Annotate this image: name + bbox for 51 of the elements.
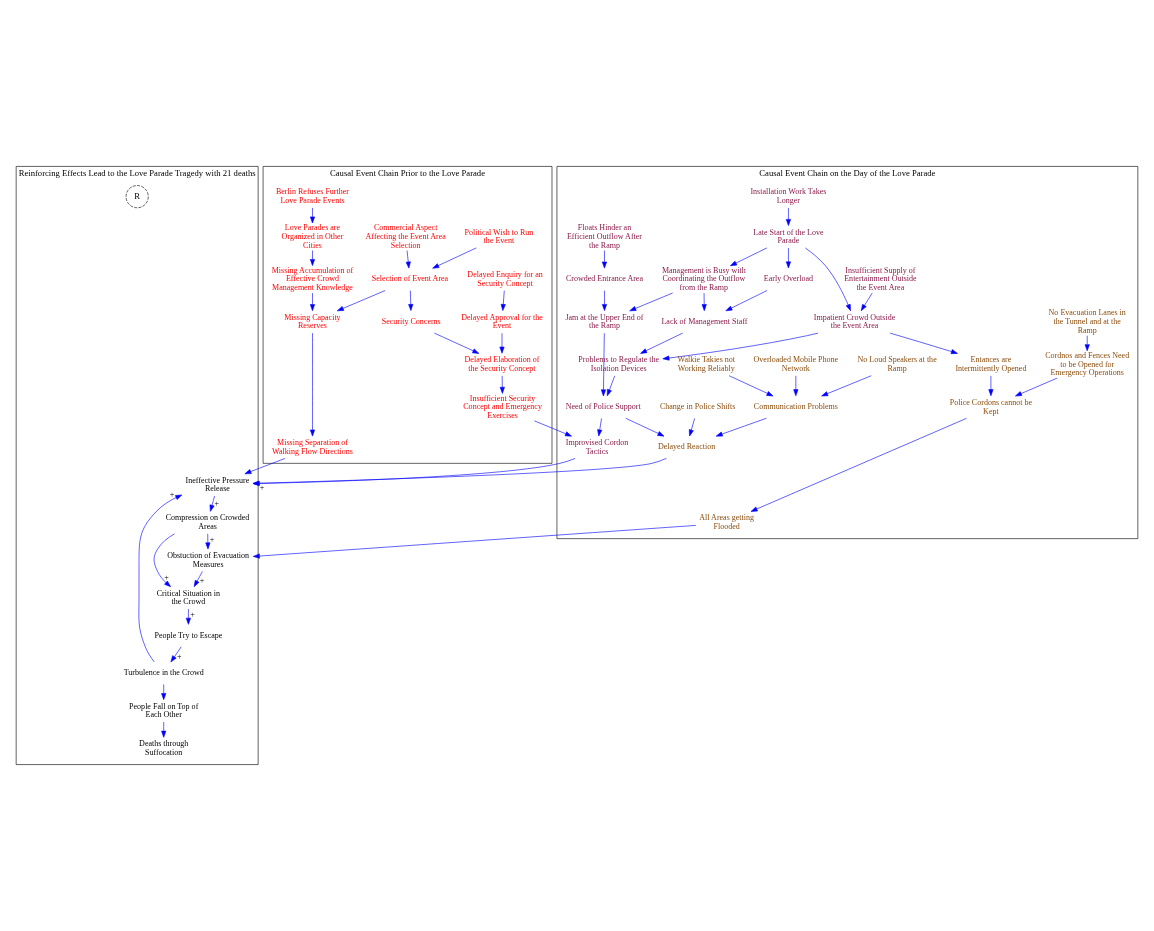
arrow (602, 250, 607, 269)
arrow (730, 247, 768, 267)
arrow (310, 207, 315, 224)
arrow (625, 418, 665, 437)
arrow (701, 292, 707, 311)
arrow (793, 375, 799, 397)
arrow (804, 247, 851, 311)
arrow (785, 247, 791, 269)
arrow (1015, 377, 1058, 397)
arrow (253, 525, 697, 559)
arrow (205, 533, 211, 550)
arrow (785, 207, 791, 226)
arrow (244, 458, 286, 475)
arrow (405, 250, 411, 269)
arrow (597, 418, 603, 437)
arrow (499, 332, 505, 354)
arrow (821, 375, 872, 397)
arrow (161, 721, 167, 738)
arrow (728, 375, 774, 397)
arrow (310, 292, 315, 311)
arrow (750, 418, 967, 512)
arrow (725, 290, 768, 312)
arrow (606, 375, 615, 397)
arrow (209, 495, 215, 512)
arrow (310, 332, 315, 437)
arrow (602, 290, 607, 311)
arrow (601, 332, 606, 397)
arrow (434, 332, 480, 354)
arrow (640, 332, 683, 354)
arrow (889, 332, 958, 354)
arrow (310, 250, 315, 266)
arrow (988, 375, 994, 397)
arrow (153, 533, 175, 587)
arrow (185, 608, 191, 625)
arrow (161, 684, 167, 700)
arrow (688, 418, 695, 437)
arrow (193, 571, 203, 587)
arrow (860, 292, 873, 311)
arrow (499, 375, 505, 394)
arrow (1084, 335, 1090, 352)
arrow (629, 292, 673, 312)
arrow (408, 290, 414, 311)
arrow (138, 494, 183, 663)
arrow (337, 290, 386, 312)
arrow (534, 420, 572, 437)
arrow (170, 646, 182, 663)
arrow (662, 332, 819, 361)
label: R (134, 190, 141, 201)
arrow (500, 290, 506, 311)
arrow (715, 418, 767, 437)
arrow (432, 247, 477, 269)
